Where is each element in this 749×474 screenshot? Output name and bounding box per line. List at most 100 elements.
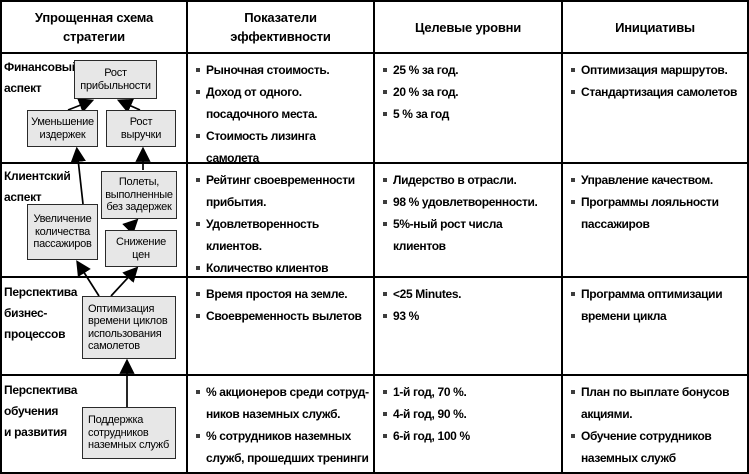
indicators-financial: Рыночная стоимость. Доход от одного. поса… — [188, 54, 373, 162]
diagram-cell-financial — [2, 54, 186, 162]
bullet-item: Программы лояльности пассажиров — [570, 191, 744, 235]
column-header-target-levels: Целевые уровни — [375, 2, 561, 52]
initiatives-learning: План по выплате бонусов акциями. Обучение… — [563, 376, 747, 472]
bullet-text: 5%-ный рост числа клиентов — [393, 217, 503, 253]
bullet-square-icon — [383, 200, 387, 204]
bullet-square-icon — [196, 134, 200, 138]
bullet-square-icon — [383, 314, 387, 318]
bullet-square-icon — [383, 292, 387, 296]
bullet-item: Своевременность вылетов — [195, 305, 370, 327]
bullet-text: Обучение сотрудников наземных служб — [581, 429, 712, 465]
bullet-square-icon — [571, 178, 575, 182]
bullet-square-icon — [383, 434, 387, 438]
bullet-text: План по выплате бонусов акциями. — [581, 385, 730, 421]
column-header-strategy-scheme: Упрощенная схема стратегии — [2, 2, 186, 52]
bullet-text: 6-й год, 100 % — [393, 429, 470, 443]
bullet-square-icon — [383, 68, 387, 72]
bullet-item: 25 % за год. — [382, 59, 558, 81]
bullet-text: 98 % удовлетворенности. — [393, 195, 538, 209]
bullet-item: Программа оптимизации времени цикла — [570, 283, 744, 327]
bullet-text: Рыночная стоимость. — [206, 63, 330, 77]
bullet-square-icon — [571, 90, 575, 94]
bullet-square-icon — [196, 68, 200, 72]
bullet-square-icon — [571, 292, 575, 296]
bullet-text: 93 % — [393, 309, 419, 323]
initiatives-client: Управление качеством. Программы лояльност… — [563, 164, 747, 276]
targets-process: <25 Minutes. 93 % — [375, 278, 561, 374]
bullet-text: Управление качеством. — [581, 173, 713, 187]
bullet-text: 4-й год, 90 %. — [393, 407, 467, 421]
column-header-performance-indicators: Показатели эффективности — [188, 2, 373, 52]
diagram-cell-learning — [2, 376, 186, 472]
initiatives-process: Программа оптимизации времени цикла — [563, 278, 747, 374]
bullet-text: Лидерство в отрасли. — [393, 173, 517, 187]
bullet-square-icon — [383, 90, 387, 94]
bullet-text: Удовлетворенность клиентов. — [206, 217, 319, 253]
bullet-item: 1-й год, 70 %. — [382, 381, 558, 403]
bullet-text: <25 Minutes. — [393, 287, 462, 301]
bullet-square-icon — [196, 222, 200, 226]
bullet-square-icon — [196, 434, 200, 438]
bullet-item: Стандартизация самолетов — [570, 81, 744, 103]
indicators-process: Время простоя на земле. Своевременность в… — [188, 278, 373, 374]
bullet-item: Доход от одного. посадочного места. — [195, 81, 370, 125]
bullet-text: 1-й год, 70 %. — [393, 385, 467, 399]
bullet-item: Рейтинг своевременности прибытия. — [195, 169, 370, 213]
targets-client: Лидерство в отрасли. 98 % удовлетвореннос… — [375, 164, 561, 276]
bullet-item: 98 % удовлетворенности. — [382, 191, 558, 213]
bullet-text: 5 % за год — [393, 107, 449, 121]
targets-financial: 25 % за год. 20 % за год. 5 % за год — [375, 54, 561, 162]
bullet-item: Оптимизация маршрутов. — [570, 59, 744, 81]
bullet-text: 20 % за год. — [393, 85, 459, 99]
bullet-item: Стоимость лизинга самолета — [195, 125, 370, 162]
bullet-item: Лидерство в отрасли. — [382, 169, 558, 191]
bullet-item: Рыночная стоимость. — [195, 59, 370, 81]
bullet-square-icon — [571, 200, 575, 204]
bullet-text: % сотрудников наземных служб, прошедших … — [206, 429, 369, 465]
bullet-item: Время простоя на земле. — [195, 283, 370, 305]
bullet-square-icon — [571, 68, 575, 72]
bullet-square-icon — [383, 178, 387, 182]
bullet-text: Время простоя на земле. — [206, 287, 348, 301]
bullet-square-icon — [196, 266, 200, 270]
bullet-item: % акционеров среди сотруд- ников наземны… — [195, 381, 370, 425]
bullet-square-icon — [383, 222, 387, 226]
bullet-item: 6-й год, 100 % — [382, 425, 558, 447]
bullet-item: План по выплате бонусов акциями. — [570, 381, 744, 425]
bullet-square-icon — [196, 314, 200, 318]
bullet-text: % акционеров среди сотруд- ников наземны… — [206, 385, 369, 421]
bullet-square-icon — [196, 390, 200, 394]
bullet-text: Программа оптимизации времени цикла — [581, 287, 723, 323]
bullet-text: Стоимость лизинга самолета — [206, 129, 316, 162]
bullet-item: Управление качеством. — [570, 169, 744, 191]
bullet-text: Количество клиентов — [206, 261, 329, 275]
bullet-square-icon — [383, 112, 387, 116]
diagram-cell-process — [2, 278, 186, 374]
bullet-square-icon — [196, 90, 200, 94]
bullet-text: Оптимизация маршрутов. — [581, 63, 728, 77]
bullet-item: 4-й год, 90 %. — [382, 403, 558, 425]
indicators-client: Рейтинг своевременности прибытия. Удовлет… — [188, 164, 373, 276]
diagram-cell-client — [2, 164, 186, 276]
bullet-text: Программы лояльности пассажиров — [581, 195, 719, 231]
bullet-square-icon — [571, 434, 575, 438]
bullet-item: Обучение сотрудников наземных служб — [570, 425, 744, 469]
targets-learning: 1-й год, 70 %. 4-й год, 90 %. 6-й год, 100… — [375, 376, 561, 472]
bullet-text: Рейтинг своевременности прибытия. — [206, 173, 355, 209]
bullet-text: Доход от одного. посадочного места. — [206, 85, 318, 121]
bullet-square-icon — [196, 292, 200, 296]
bullet-item: 5%-ный рост числа клиентов — [382, 213, 558, 257]
initiatives-financial: Оптимизация маршрутов. Стандартизация сам… — [563, 54, 747, 162]
bullet-square-icon — [571, 390, 575, 394]
bullet-item: Удовлетворенность клиентов. — [195, 213, 370, 257]
indicators-learning: % акционеров среди сотруд- ников наземны… — [188, 376, 373, 472]
bullet-square-icon — [196, 178, 200, 182]
bullet-text: Стандартизация самолетов — [581, 85, 738, 99]
bullet-item: 93 % — [382, 305, 558, 327]
column-header-initiatives: Инициативы — [563, 2, 747, 52]
bullet-square-icon — [383, 390, 387, 394]
bullet-item: <25 Minutes. — [382, 283, 558, 305]
bullet-text: Своевременность вылетов — [206, 309, 362, 323]
